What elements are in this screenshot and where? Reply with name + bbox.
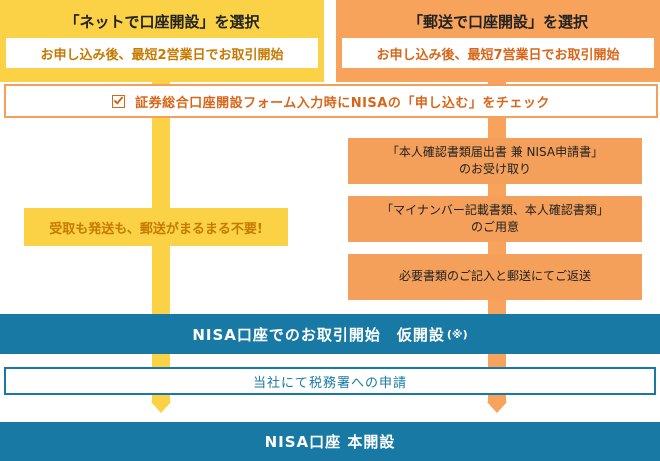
online-subtitle: お申し込み後、最短2営業日でお取引開始	[6, 38, 318, 68]
online-note-box: 受取も発送も、郵送がまるまる不要!	[24, 208, 288, 246]
mail-arrow-down-icon	[487, 402, 507, 413]
tax-office-application-box: 当社にて税務署への申請	[4, 367, 656, 395]
mail-step-3-line1: 必要書類のご記入と郵送にてご返送	[398, 269, 591, 284]
mail-step-2: 「マイナンバー記載書類、本人確認書類」 のご用意	[348, 196, 642, 242]
provisional-label: NISA口座でのお取引開始 仮開設	[192, 325, 445, 344]
mail-step-1-line2: のお受け取り	[458, 162, 531, 176]
tax-office-application-text: 当社にて税務署への申請	[252, 375, 407, 391]
online-title: 「ネットで口座開設」を選択	[64, 12, 260, 31]
mail-step-2-line2: のご用意	[470, 220, 519, 234]
checkbox-step-label: 証券総合口座開設フォーム入力時にNISAの「申し込む」をチェック	[135, 95, 550, 111]
mail-title: 「郵送で口座開設」を選択	[407, 12, 588, 31]
mail-step-1-line1: 「本人確認書類届出書 兼 NISA申請書」	[386, 144, 604, 159]
mail-step-1: 「本人確認書類届出書 兼 NISA申請書」 のお受け取り	[348, 138, 642, 184]
checkbox-step-box: 証券総合口座開設フォーム入力時にNISAの「申し込む」をチェック	[4, 84, 658, 118]
online-flow-line-upper	[152, 82, 170, 314]
final-opening-band: NISA口座 本開設	[0, 422, 660, 461]
mail-subtitle: お申し込み後、最短7営業日でお取引開始	[342, 38, 654, 68]
mail-step-2-line1: 「マイナンバー記載書類、本人確認書類」	[381, 202, 609, 217]
online-note-text: 受取も発送も、郵送がまるまる不要!	[49, 221, 263, 237]
provisional-mark: (※)	[446, 327, 468, 341]
checkbox-icon	[112, 93, 126, 108]
mail-step-3: 必要書類のご記入と郵送にてご返送	[348, 254, 642, 300]
online-arrow-down-icon	[151, 402, 171, 413]
final-opening-label: NISA口座 本開設	[264, 433, 396, 451]
provisional-opening-band: NISA口座でのお取引開始 仮開設 (※)	[0, 314, 660, 354]
